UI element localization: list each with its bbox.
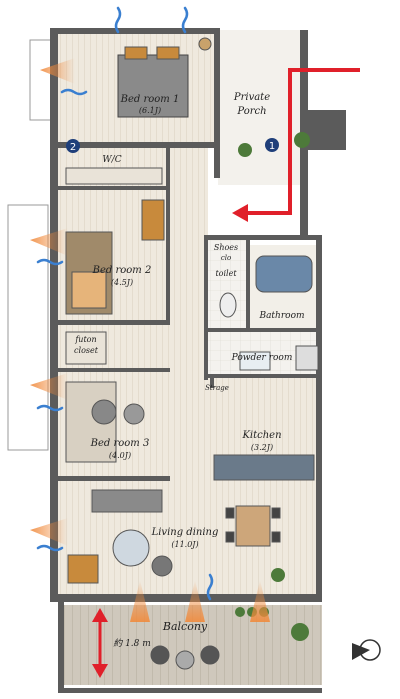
- dining-table: [235, 505, 271, 547]
- kitchen-counter: [213, 454, 315, 481]
- powder-room-name: Powder room: [231, 353, 293, 363]
- bedroom2-name: Bed room 2: [92, 265, 152, 276]
- bedroom3-name: Bed room 3: [90, 438, 150, 449]
- private-porch-name-2: Porch: [236, 106, 266, 117]
- desk-2: [141, 199, 165, 241]
- wic-name: W/C: [102, 155, 121, 165]
- bedroom1-size: (6.1J): [139, 106, 161, 115]
- washbasin: [239, 351, 271, 371]
- bedroom2-size: (4.5J): [111, 278, 133, 287]
- sofa: [91, 489, 163, 513]
- futon-closet-name-1: futon: [74, 335, 96, 344]
- wind-icon: [36, 6, 214, 601]
- private-porch-name-1: Private: [233, 92, 270, 103]
- coffee-table: [112, 529, 150, 567]
- futon-closet-box: [65, 331, 107, 365]
- living-dining-name: Living dining: [151, 527, 219, 538]
- bed-1: [117, 54, 189, 118]
- futon-closet-name-2: closet: [74, 346, 99, 355]
- balcony-name: Balcony: [162, 620, 208, 633]
- marker-1: 1: [265, 138, 279, 152]
- washing-machine: [295, 345, 319, 371]
- compass-icon: [352, 639, 381, 661]
- bathtub: [255, 255, 313, 293]
- wic-shelves: [65, 167, 163, 185]
- storage-name: Strage: [205, 384, 229, 392]
- living-dining-size: (11.0J): [171, 540, 198, 549]
- entry-arrow: [232, 68, 360, 222]
- room-labels: Bed room 1 (6.1J) Private Porch W/C Shoe…: [74, 92, 305, 649]
- bedroom1-name: Bed room 1: [120, 94, 180, 105]
- furniture: [65, 37, 319, 670]
- toilet-bowl: [219, 292, 237, 318]
- kitchen-name: Kitchen: [241, 430, 281, 441]
- bathroom-name: Bathroom: [258, 311, 304, 321]
- svg-text:1: 1: [269, 141, 275, 152]
- balcony-depth: 約 1.8 m: [113, 638, 151, 649]
- svg-text:2: 2: [70, 142, 76, 153]
- marker-2: 2: [66, 139, 80, 153]
- shoes-closet-name-2: clo: [221, 254, 231, 262]
- shoes-closet-name-1: Shoes: [214, 243, 238, 252]
- toilet-name: toilet: [215, 269, 237, 278]
- light-icon: [30, 58, 270, 622]
- balcony-depth-arrow: [92, 608, 108, 678]
- kitchen-size: (3.2J): [251, 443, 273, 452]
- bedroom3-size: (4.0J): [109, 451, 131, 460]
